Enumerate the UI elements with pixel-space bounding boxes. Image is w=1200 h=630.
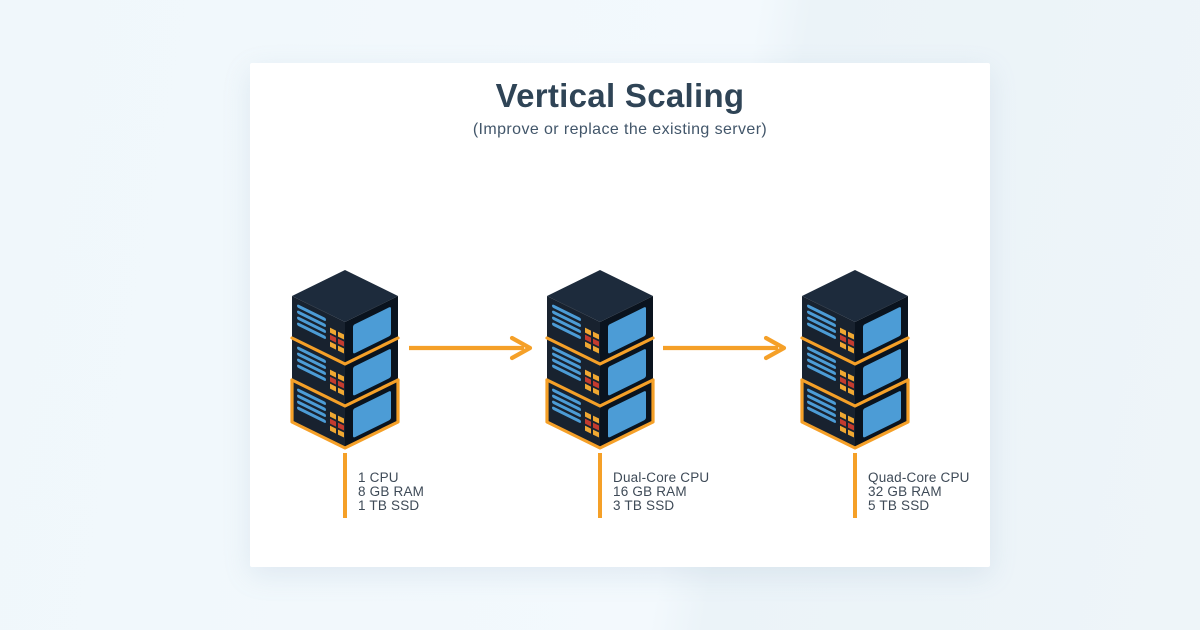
- stage-3-ssd: 5 TB SSD: [868, 498, 930, 513]
- stage-1-specs: 1 CPU 8 GB RAM 1 TB SSD: [343, 453, 424, 518]
- page-title: Vertical Scaling: [495, 77, 745, 114]
- stage-2-ram: 16 GB RAM: [613, 484, 687, 499]
- stage-2-specs: Dual-Core CPU 16 GB RAM 3 TB SSD: [598, 453, 709, 518]
- server-stack-icon: [545, 270, 655, 452]
- stage-3-specs: Quad-Core CPU 32 GB RAM 5 TB SSD: [853, 453, 970, 518]
- arrow-right-icon: [660, 335, 792, 361]
- diagram-card: Vertical Scaling (Improve or replace the…: [250, 63, 990, 567]
- server-stack-icon: [290, 270, 400, 452]
- arrow-right-icon: [406, 335, 538, 361]
- stage-3-cpu: Quad-Core CPU: [868, 470, 970, 485]
- stage-3-ram: 32 GB RAM: [868, 484, 942, 499]
- stage-1-ram: 8 GB RAM: [358, 484, 425, 499]
- server-stack-icon: [800, 270, 910, 452]
- stage-1-ssd: 1 TB SSD: [358, 498, 420, 513]
- page-subtitle: (Improve or replace the existing server): [472, 121, 768, 138]
- stage-1-cpu: 1 CPU: [358, 470, 399, 485]
- stage-2-cpu: Dual-Core CPU: [613, 470, 710, 485]
- stage-2-ssd: 3 TB SSD: [613, 498, 675, 513]
